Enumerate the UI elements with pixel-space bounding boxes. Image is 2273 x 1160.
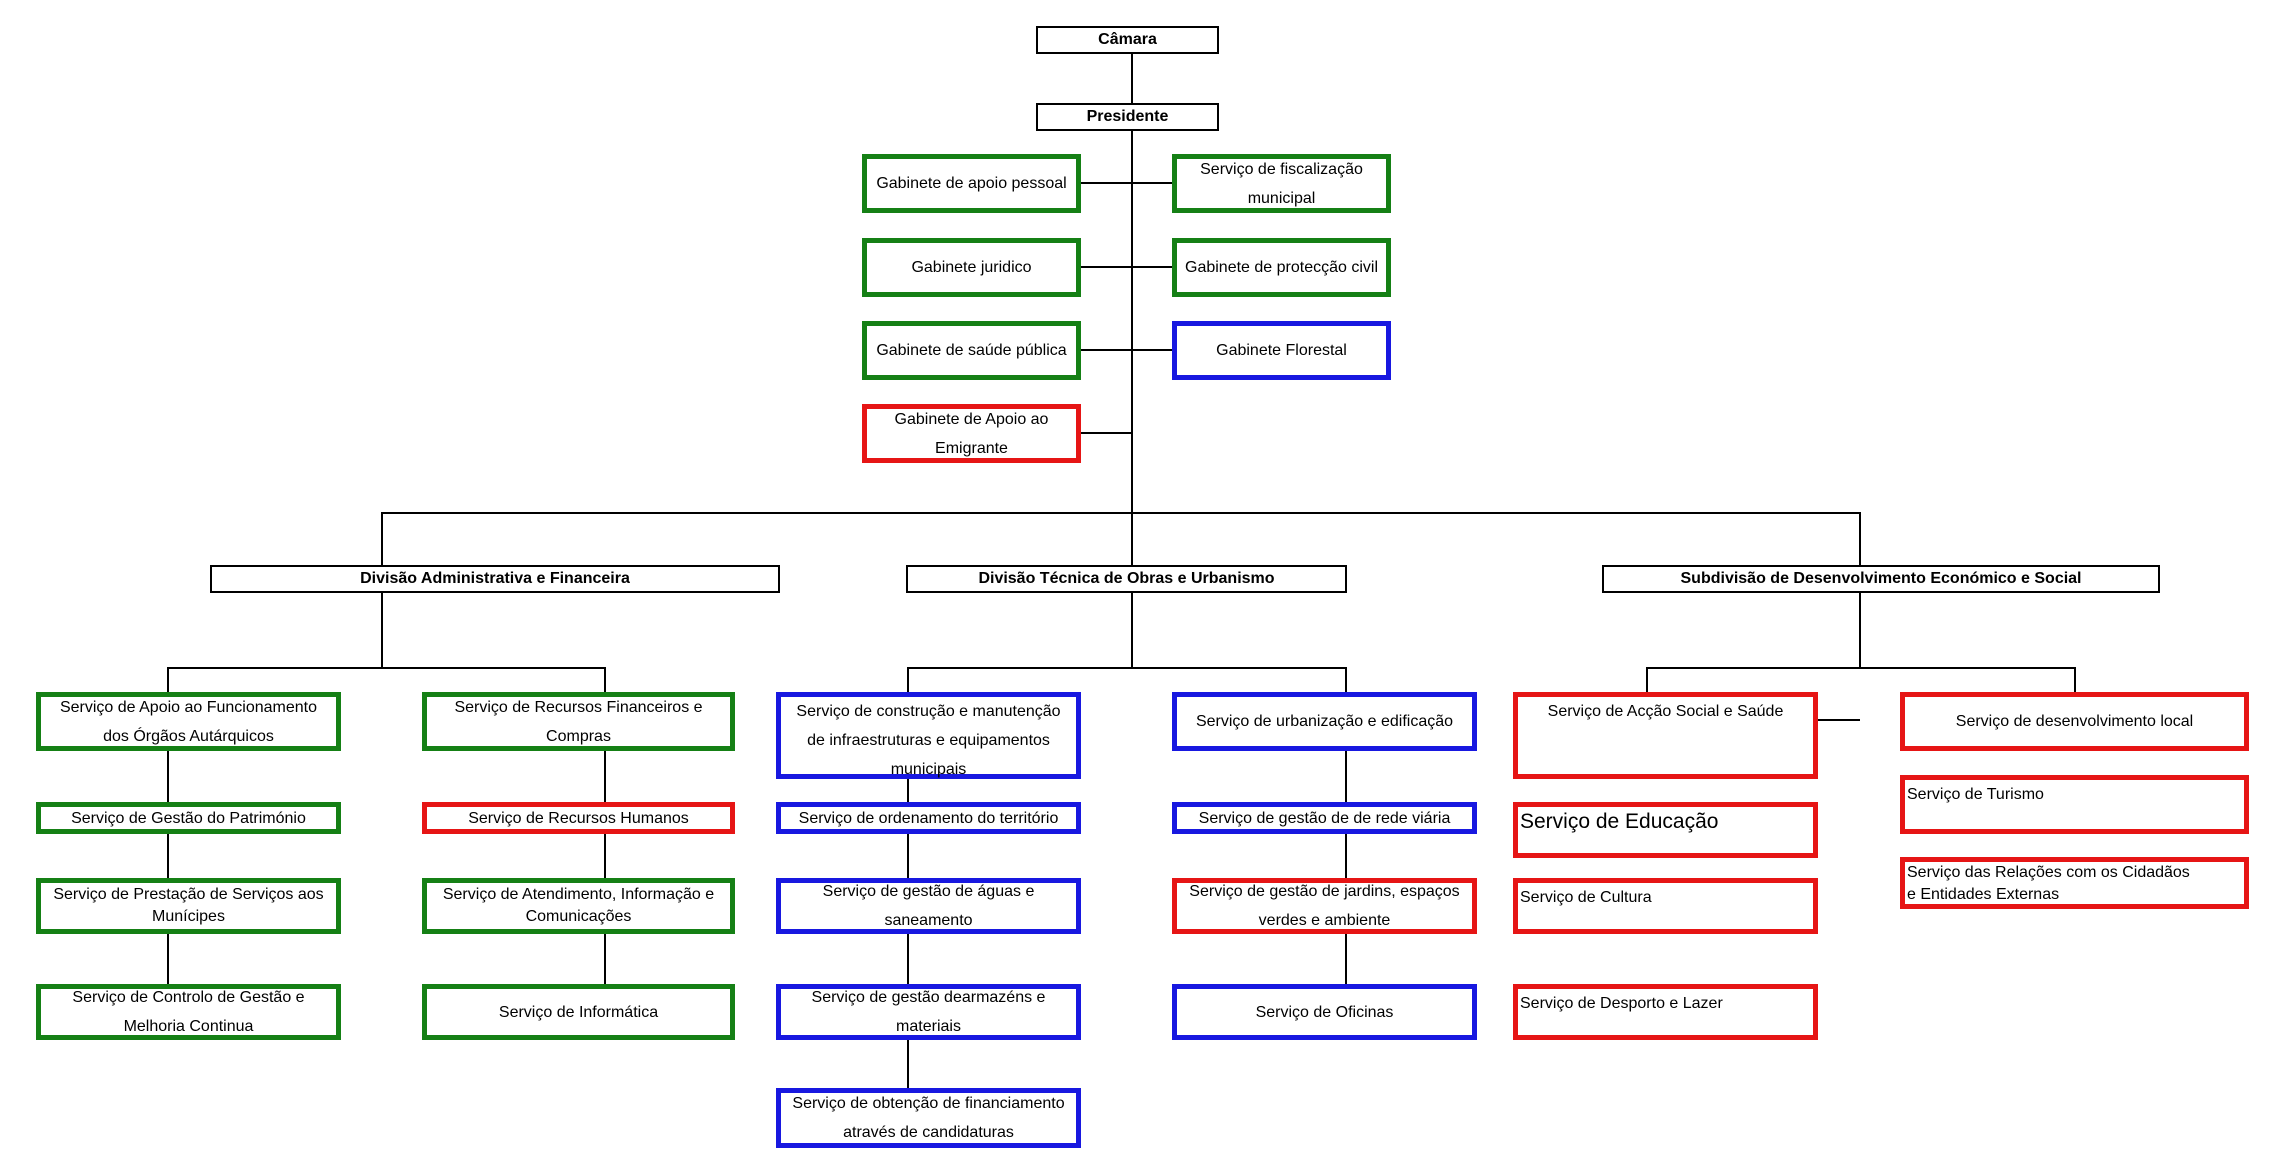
node-servico-desporto: Serviço de Desporto e Lazer bbox=[1513, 984, 1818, 1040]
node-servico-accao-social: Serviço de Acção Social e Saúde bbox=[1513, 692, 1818, 779]
node-gabinete-saude-publica: Gabinete de saúde pública bbox=[862, 321, 1081, 380]
node-servico-desenvolvimento-local: Serviço de desenvolvimento local bbox=[1900, 692, 2249, 751]
node-servico-gestao-patrimonio: Serviço de Gestão do Património bbox=[36, 802, 341, 834]
node-divisao-tecnica: Divisão Técnica de Obras e Urbanismo bbox=[906, 565, 1347, 593]
node-subdivisao-desenvolvimento: Subdivisão de Desenvolvimento Económico … bbox=[1602, 565, 2160, 593]
node-presidente: Presidente bbox=[1036, 103, 1219, 131]
node-gabinete-proteccao-civil: Gabinete de protecção civil bbox=[1172, 238, 1391, 297]
node-gabinete-florestal: Gabinete Florestal bbox=[1172, 321, 1391, 380]
node-divisao-administrativa: Divisão Administrativa e Financeira bbox=[210, 565, 780, 593]
node-servico-informatica: Serviço de Informática bbox=[422, 984, 735, 1040]
node-servico-oficinas: Serviço de Oficinas bbox=[1172, 984, 1477, 1040]
node-gabinete-juridico: Gabinete juridico bbox=[862, 238, 1081, 297]
node-servico-educacao: Serviço de Educação bbox=[1513, 802, 1818, 858]
node-servico-turismo: Serviço de Turismo bbox=[1900, 775, 2249, 834]
node-servico-recursos-humanos: Serviço de Recursos Humanos bbox=[422, 802, 735, 834]
node-servico-rede-viaria: Serviço de gestão de de rede viária bbox=[1172, 802, 1477, 834]
node-camara: Câmara bbox=[1036, 26, 1219, 54]
node-gabinete-apoio-pessoal: Gabinete de apoio pessoal bbox=[862, 154, 1081, 213]
node-servico-ordenamento: Serviço de ordenamento do território bbox=[776, 802, 1081, 834]
node-servico-urbanizacao: Serviço de urbanização e edificação bbox=[1172, 692, 1477, 751]
node-servico-cultura: Serviço de Cultura bbox=[1513, 878, 1818, 934]
